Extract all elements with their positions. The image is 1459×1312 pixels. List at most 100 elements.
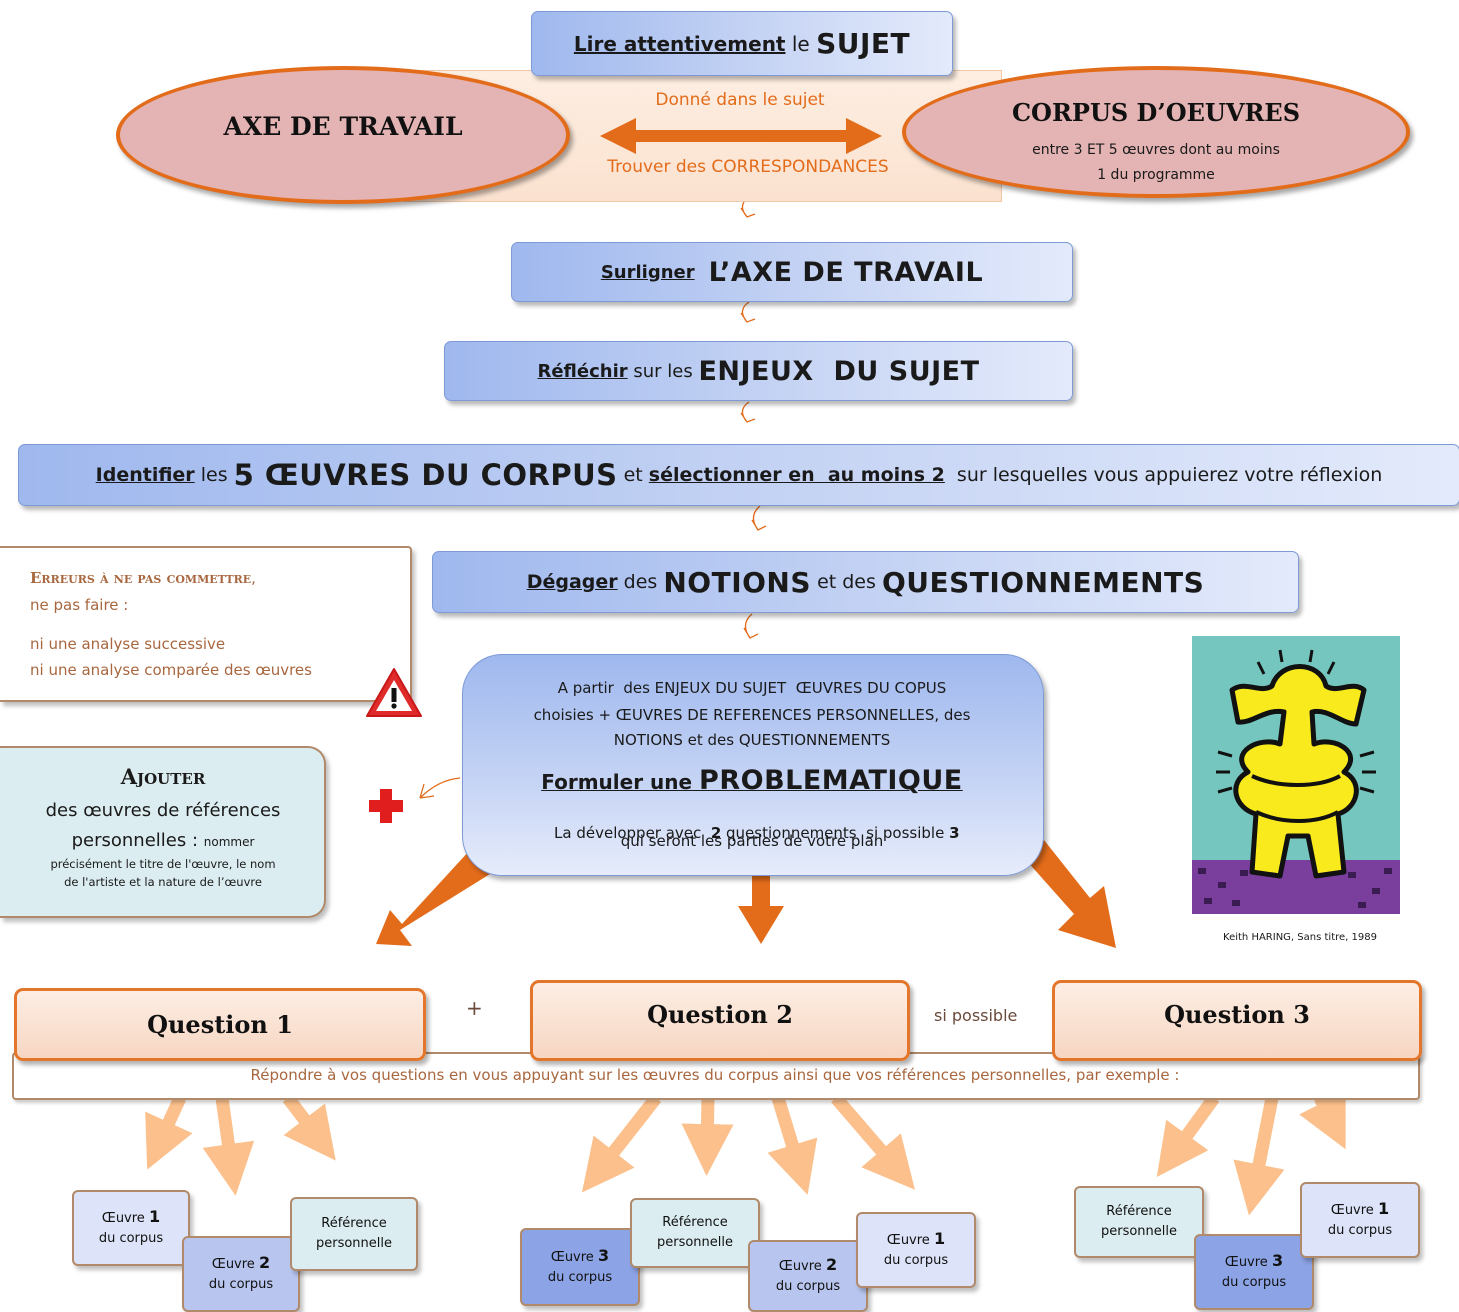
errors-line1: ne pas faire :: [30, 596, 129, 614]
answer-text: Répondre à vos questions en vous appuyan…: [250, 1066, 1180, 1084]
add-line2-row: personnelles : nommer: [0, 830, 326, 851]
card-oeuvre-2-g2: Œuvre 2 du corpus: [748, 1240, 868, 1312]
card-reference-g1: Référence personnelle: [290, 1197, 418, 1271]
card-number: 1: [933, 1229, 946, 1248]
errors-title-row: Erreurs à ne pas commettre,: [30, 569, 256, 587]
card-number: 3: [597, 1246, 610, 1265]
red-plus-icon: [369, 789, 403, 823]
card-corpus-word: du corpus: [208, 1277, 274, 1292]
card-number: 2: [825, 1255, 838, 1274]
identify-mid2: et: [617, 464, 649, 486]
card-arrows: [145, 1091, 1346, 1216]
if-possible-label: si possible: [934, 1006, 1018, 1025]
card-oeuvre-word: Œuvre: [1224, 1255, 1272, 1270]
read-strong: SUJET: [816, 27, 911, 60]
card-corpus-word: du corpus: [1221, 1275, 1287, 1290]
card-ref-word: Référence: [1106, 1204, 1172, 1219]
card-oeuvre-word: Œuvre: [550, 1250, 598, 1265]
step-arrows: [419, 196, 767, 799]
card-corpus-word: du corpus: [775, 1279, 841, 1294]
keith-haring-artwork: [1188, 632, 1404, 918]
reflect-strong: ENJEUX DU SUJET: [698, 355, 980, 387]
center-title-b: PROBLEMATIQUE: [699, 765, 963, 796]
axe-label: AXE DE TRAVAIL: [223, 112, 463, 141]
notions-strong2: QUESTIONNEMENTS: [881, 565, 1205, 599]
reflect-mid: sur les: [627, 360, 699, 382]
card-corpus-word: du corpus: [883, 1253, 949, 1268]
card-corpus-word: du corpus: [547, 1270, 613, 1285]
card-oeuvre-3-g3: Œuvre 3 du corpus: [1194, 1234, 1314, 1310]
card-oeuvre-1-g3: Œuvre 1 du corpus: [1300, 1182, 1420, 1258]
card-oeuvre-word: Œuvre: [101, 1211, 149, 1226]
read-verb: Lire attentivement: [573, 31, 786, 56]
card-ref-word2: personnelle: [315, 1236, 393, 1251]
card-oeuvre-1-g1: Œuvre 1 du corpus: [72, 1190, 190, 1266]
card-reference-g2: Référence personnelle: [630, 1198, 760, 1268]
step-notions-box: Dégager des NOTIONS et des QUESTIONNEMEN…: [432, 551, 1299, 613]
highlight-verb: Surligner: [600, 261, 695, 283]
card-ref-word2: personnelle: [1100, 1224, 1178, 1239]
notions-mid1: des: [617, 571, 664, 593]
card-oeuvre-2-g1: Œuvre 2 du corpus: [182, 1236, 300, 1312]
card-ref-word: Référence: [662, 1215, 728, 1230]
add-small1: nommer: [203, 835, 255, 849]
read-mid: le: [785, 31, 817, 56]
notions-strong1: NOTIONS: [663, 565, 812, 599]
card-number: 1: [1377, 1199, 1390, 1218]
read-subject-box: Lire attentivement le SUJET: [531, 11, 953, 76]
center-dev-a: La développer avec: [554, 824, 711, 842]
question-2-box: Question 2: [530, 980, 910, 1061]
identify-select: sélectionner en au moins 2: [648, 464, 945, 486]
question-1-box: Question 1: [14, 988, 426, 1061]
axe-ellipse: [116, 66, 570, 204]
add-small3: de l'artiste et la nature de l’œuvre: [64, 875, 262, 889]
center-dev-row: La développer avec 2 questionnements si …: [462, 806, 1042, 842]
card-number: 3: [1271, 1251, 1284, 1270]
errors-comma: ,: [251, 569, 256, 587]
identify-mid1: les: [194, 464, 234, 486]
center-dev-d: 3: [949, 824, 960, 842]
warning-icon: [366, 668, 422, 717]
card-reference-g3: Référence personnelle: [1074, 1186, 1204, 1258]
plus-sign: +: [466, 996, 483, 1020]
card-ref-word2: personnelle: [656, 1235, 734, 1250]
add-box: [0, 746, 326, 918]
card-oeuvre-3-g2: Œuvre 3 du corpus: [520, 1228, 640, 1306]
errors-line3: ni une analyse comparée des œuvres: [30, 661, 312, 679]
question-2-label: Question 2: [647, 1000, 793, 1029]
center-dev-b: 2: [710, 824, 722, 842]
center-title-a: Formuler une: [541, 770, 700, 794]
identify-end: sur lesquelles vous appuierez votre réfl…: [944, 464, 1383, 486]
corpus-line2: 1 du programme: [1097, 167, 1215, 183]
problematique-box: [462, 654, 1044, 876]
step-highlight-box: Surligner L’AXE DE TRAVAIL: [511, 242, 1073, 302]
center-dev-line2: qui seront les parties de votre plan: [620, 832, 884, 850]
card-corpus-word: du corpus: [1327, 1223, 1393, 1238]
question-3-label: Question 3: [1164, 1000, 1310, 1029]
center-dev-c: questionnements si possible: [721, 824, 950, 842]
identify-strong: 5 ŒUVRES DU CORPUS: [233, 458, 618, 492]
center-line1: A partir des ENJEUX DU SUJET ŒUVRES DU C…: [557, 679, 947, 697]
highlight-strong: L’AXE DE TRAVAIL: [708, 256, 984, 288]
add-line2: personnelles :: [71, 830, 204, 851]
card-oeuvre-word: Œuvre: [1330, 1203, 1378, 1218]
errors-line2: ni une analyse successive: [30, 635, 226, 653]
double-arrow-icon: [600, 118, 882, 154]
card-number: 1: [148, 1207, 161, 1226]
card-oeuvre-word: Œuvre: [778, 1259, 826, 1274]
card-oeuvre-1-g2: Œuvre 1 du corpus: [856, 1212, 976, 1288]
center-title-row: Formuler une PROBLEMATIQUE: [462, 765, 1042, 796]
card-corpus-word: du corpus: [98, 1231, 164, 1246]
correspondences-label: Trouver des CORRESPONDANCES: [607, 157, 889, 177]
notions-verb: Dégager: [526, 571, 618, 593]
given-label: Donné dans le sujet: [655, 90, 825, 110]
card-oeuvre-word: Œuvre: [211, 1257, 259, 1272]
center-line3: NOTIONS et des QUESTIONNEMENTS: [613, 731, 891, 749]
big-arrows: [376, 840, 1116, 948]
question-3-box: Question 3: [1052, 980, 1422, 1061]
corpus-line1: entre 3 ET 5 œuvres dont au moins: [1032, 142, 1280, 158]
step-identify-box: Identifier les 5 ŒUVRES DU CORPUS et sél…: [18, 444, 1459, 506]
add-line1: des œuvres de références: [45, 800, 281, 821]
add-small2: précisément le titre de l'œuvre, le nom: [50, 857, 276, 871]
